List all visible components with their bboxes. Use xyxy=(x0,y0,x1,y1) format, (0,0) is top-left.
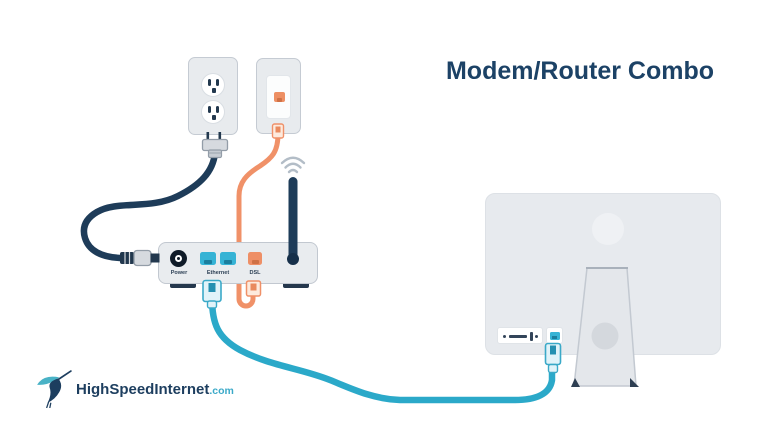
page-title: Modem/Router Combo xyxy=(445,57,715,85)
modem-foot xyxy=(283,282,309,288)
dsl-cable xyxy=(236,131,281,309)
panel-dot xyxy=(503,334,506,338)
wall-jack-faceplate xyxy=(266,75,291,119)
dsl-jack-connector xyxy=(271,123,285,139)
monitor-ethernet-socket xyxy=(546,327,563,344)
socket-slot xyxy=(216,106,219,113)
panel-bar xyxy=(530,331,533,341)
monitor-stand xyxy=(571,267,639,387)
dsl-port-icon xyxy=(248,252,262,265)
outlet-socket-bottom xyxy=(201,100,225,124)
wifi-signal-icon xyxy=(280,156,306,174)
ethernet-modem-connector xyxy=(202,279,222,309)
ethernet-port-icon xyxy=(549,331,560,340)
panel-vent xyxy=(509,335,527,338)
power-plug xyxy=(201,132,229,159)
power-cable xyxy=(80,149,219,262)
power-port-icon xyxy=(170,250,187,267)
power-barrel-connector xyxy=(120,249,160,267)
antenna xyxy=(287,177,299,265)
modem-foot xyxy=(170,282,196,288)
dsl-modem-connector xyxy=(245,280,262,297)
phone-jack-icon xyxy=(274,92,285,102)
panel-dot xyxy=(535,334,538,338)
stand-foot xyxy=(571,378,580,387)
stand-foot xyxy=(630,378,639,387)
monitor-port-panel xyxy=(497,327,543,344)
socket-slot xyxy=(216,79,219,86)
socket-ground xyxy=(211,114,216,120)
monitor-back-circle xyxy=(592,213,624,245)
ethernet-port-icon xyxy=(200,252,216,265)
ethernet-cable xyxy=(208,294,556,404)
hummingbird-icon xyxy=(37,370,72,408)
socket-slot xyxy=(208,79,211,86)
ethernet-monitor-connector xyxy=(544,342,562,374)
brand-tld: .com xyxy=(209,385,234,397)
stand-cable-hole xyxy=(591,322,619,350)
outlet-socket-top xyxy=(201,73,225,97)
socket-ground xyxy=(211,87,216,93)
socket-slot xyxy=(208,106,211,113)
power-outlet xyxy=(188,57,238,135)
brand-logo: HighSpeedInternet.com xyxy=(36,370,256,412)
ethernet-port-label: Ethernet xyxy=(206,270,230,276)
ethernet-port-icon xyxy=(220,252,236,265)
brand-name: HighSpeedInternet.com xyxy=(76,381,234,398)
power-port-label: Power xyxy=(170,270,188,276)
dsl-port-label: DSL xyxy=(249,270,261,276)
